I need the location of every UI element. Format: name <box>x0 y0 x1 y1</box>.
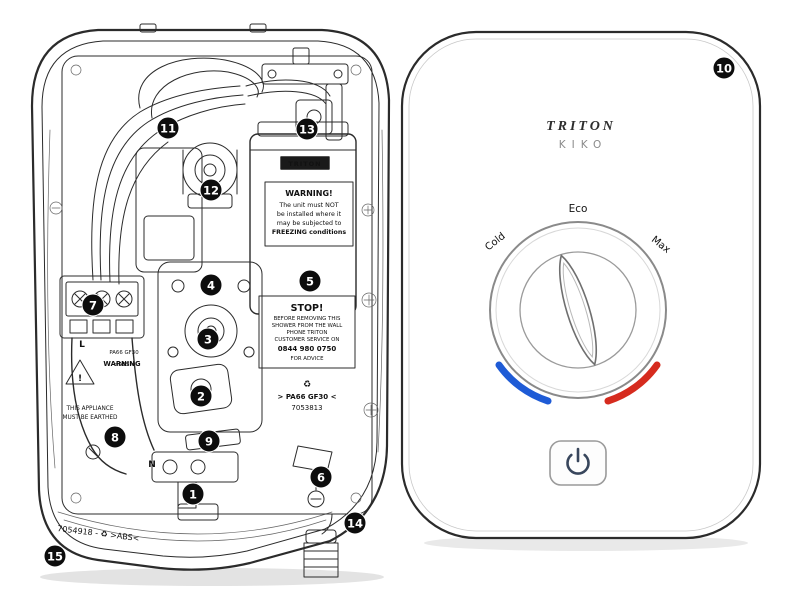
svg-text:11: 11 <box>160 122 176 136</box>
bottom-curve-1 <box>57 511 333 535</box>
callout-6: 6 <box>309 465 333 489</box>
svg-text:6: 6 <box>317 471 325 485</box>
triton-plate <box>280 156 330 170</box>
right-rib <box>377 129 384 453</box>
svg-text:15: 15 <box>47 550 63 564</box>
material-code: > PA66 GF30 < <box>278 393 337 401</box>
temperature-dial[interactable]: Eco Cold Max <box>483 203 672 405</box>
callout-8: 8 <box>103 425 127 449</box>
callout-12: 12 <box>199 178 223 202</box>
freeze-warning-line2: be installed where it <box>277 211 342 218</box>
heater-tank <box>249 121 357 315</box>
stop-line6: FOR ADVICE <box>291 356 325 362</box>
outer-shell <box>30 28 391 571</box>
svg-text:7: 7 <box>89 299 97 313</box>
callout-3: 3 <box>196 327 220 351</box>
svg-text:13: 13 <box>299 123 315 137</box>
left-rib <box>47 129 56 469</box>
callout-11: 11 <box>156 116 180 140</box>
dial-eco-label: Eco <box>569 203 588 215</box>
max-arc <box>604 361 661 405</box>
backplate <box>61 55 373 515</box>
freeze-warning-title: WARNING! <box>285 189 332 198</box>
stop-label <box>258 295 356 369</box>
front-cover: TRITON KIKO Eco Cold Max <box>400 30 762 540</box>
top-tab-left <box>139 23 157 33</box>
callout-5: 5 <box>298 269 322 293</box>
freeze-warning-line1: The unit must NOT <box>278 202 338 209</box>
stop-line1: BEFORE REMOVING THIS <box>274 316 341 322</box>
stop-line3: PHONE TRITON <box>287 330 328 336</box>
terminal-n-label: N <box>148 460 156 470</box>
inner-shell-line <box>41 40 380 558</box>
callout-2: 2 <box>189 384 213 408</box>
callout-13: 13 <box>295 117 319 141</box>
small-abs-label: >ABS< <box>114 362 134 368</box>
model-name: KIKO <box>559 139 608 151</box>
svg-text:5: 5 <box>306 275 314 289</box>
svg-text:3: 3 <box>204 333 212 347</box>
svg-text:9: 9 <box>205 435 213 449</box>
callout-9: 9 <box>197 429 221 453</box>
terminal-block <box>59 275 145 339</box>
callout-1: 1 <box>181 482 205 506</box>
brand-logo: TRITON <box>546 119 616 134</box>
mid-bracket <box>135 147 203 273</box>
backplate-screws <box>49 64 379 504</box>
left-unit-labels: TRITON WARNING! The unit must NOT be ins… <box>57 160 347 543</box>
svg-text:14: 14 <box>347 517 363 531</box>
svg-text:10: 10 <box>716 62 732 76</box>
bottom-curve-2 <box>63 519 327 542</box>
terminal-l-label: L <box>79 340 85 350</box>
callout-4: 4 <box>199 273 223 297</box>
freeze-warning-line4: FREEZING conditions <box>272 229 346 236</box>
callout-15: 15 <box>43 544 67 568</box>
earth-warning-triangle <box>65 359 95 385</box>
svg-text:4: 4 <box>207 279 215 293</box>
callout-14: 14 <box>343 511 367 535</box>
earth-warning-bang: ! <box>78 374 82 384</box>
left-unit <box>30 23 391 578</box>
freeze-warning-line3: may be subjected to <box>277 220 342 227</box>
svg-text:12: 12 <box>203 184 219 198</box>
mains-cables <box>70 337 155 475</box>
svg-text:2: 2 <box>197 390 205 404</box>
callout-10: 10 <box>712 56 736 80</box>
freeze-warning-label <box>264 181 354 247</box>
svg-text:1: 1 <box>189 488 197 502</box>
cold-arc <box>495 361 552 405</box>
dial-knob[interactable] <box>551 252 606 368</box>
small-material-label: PA66 GF30 <box>109 350 139 356</box>
dial-ring-detail <box>495 227 661 393</box>
heater-plate-label: TRITON <box>288 160 321 168</box>
stop-phone: 0844 980 0750 <box>278 345 337 353</box>
top-tab-right <box>249 23 267 33</box>
svg-text:8: 8 <box>111 431 119 445</box>
power-button[interactable] <box>549 440 607 486</box>
callout-7: 7 <box>81 293 105 317</box>
cover-inner-line <box>408 38 754 532</box>
part-number: 7053813 <box>291 404 322 412</box>
stop-line2: SHOWER FROM THE WALL <box>272 323 343 329</box>
left-unit-shadow <box>40 568 384 586</box>
earth-warning-title: WARNING <box>103 360 141 368</box>
outlet-hose <box>303 513 339 578</box>
stop-line4: CUSTOMER SERVICE ON <box>275 337 340 343</box>
inlet-assembly <box>261 47 349 141</box>
power-icon <box>566 447 590 475</box>
recycle-symbol: ♻ <box>303 380 311 390</box>
stop-title: STOP! <box>291 303 324 314</box>
earth-warning-line2: MUST BE EARTHED <box>62 415 118 421</box>
earth-warning-line1: THIS APPLIANCE <box>65 406 113 412</box>
